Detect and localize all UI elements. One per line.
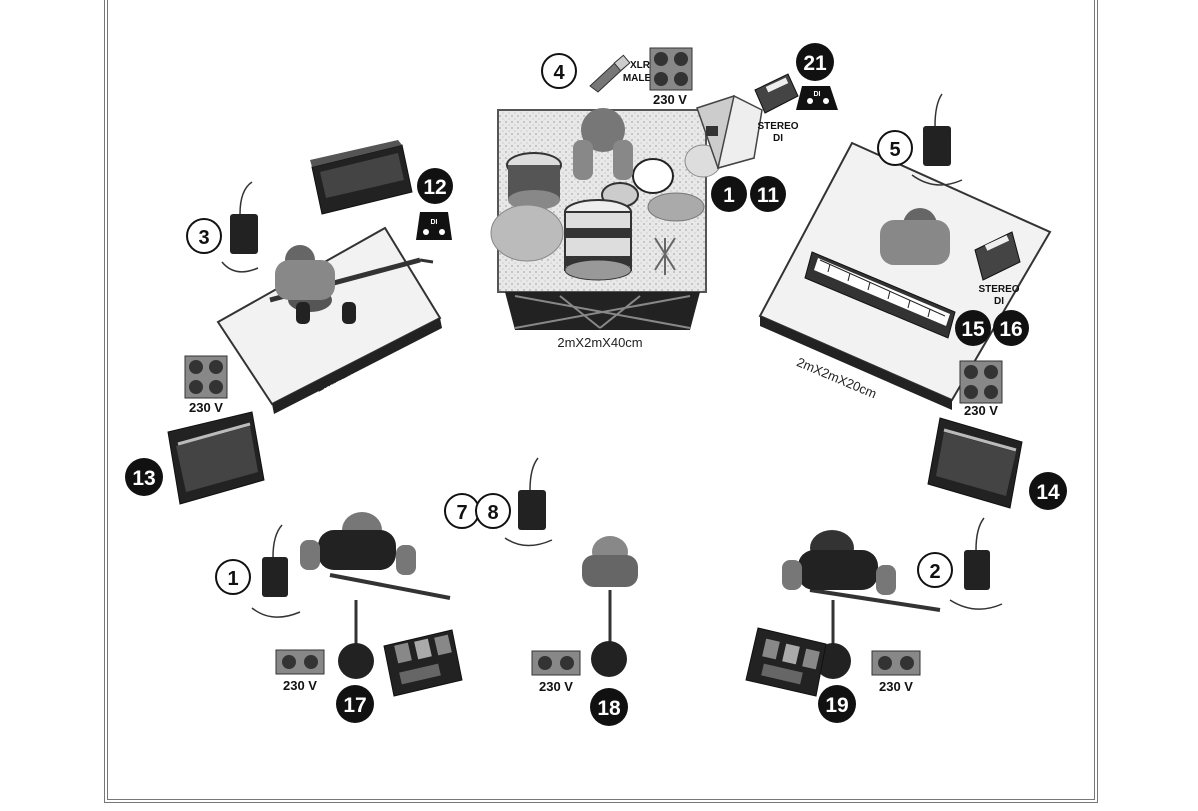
voltage-label-front-center: 230 V: [539, 679, 573, 694]
marker-1: 1: [215, 559, 251, 595]
svg-text:7: 7: [456, 502, 467, 524]
marker-14: 14: [1029, 472, 1067, 510]
svg-text:3: 3: [198, 227, 209, 249]
di-box-icon: [754, 73, 799, 114]
mic-stand-center: [591, 590, 627, 677]
svg-text:8: 8: [487, 502, 498, 524]
marker-19: 19: [818, 685, 856, 723]
mic-stand-left: [338, 600, 374, 679]
stage-outline: [104, 0, 1098, 803]
stereo-di-label-top: STEREO: [757, 121, 798, 132]
marker-2: 2: [917, 552, 953, 588]
di-label-top: DI: [773, 133, 783, 144]
guitarist-left: [300, 512, 451, 600]
stereo-di-label-right: STEREO: [978, 284, 1019, 295]
svg-text:15: 15: [961, 318, 985, 341]
svg-text:21: 21: [803, 52, 827, 75]
guitarist-right: [782, 530, 941, 612]
di-box-icon-right: [974, 231, 1021, 281]
voltage-label-left: 230 V: [189, 400, 223, 415]
keyboard-player: [804, 208, 956, 339]
xlr-male-label: MALE: [623, 73, 652, 84]
svg-text:17: 17: [343, 694, 366, 717]
marker-17: 17: [336, 685, 374, 723]
bass-player: [269, 245, 434, 324]
drum-kit: [490, 108, 722, 281]
svg-text:DI: DI: [814, 91, 821, 98]
marker-b11: 11: [750, 176, 786, 212]
marker-7: 7: [444, 493, 480, 529]
marker-8: 8: [475, 493, 511, 529]
marker-13: 13: [125, 458, 163, 496]
marker-4: 4: [541, 53, 577, 89]
svg-text:13: 13: [132, 467, 155, 490]
guitar-amp-right-icon: [927, 417, 1023, 509]
marker-3: 3: [186, 218, 222, 254]
marker-21: 21: [796, 43, 834, 81]
pedalboard-left-icon: [383, 629, 463, 697]
svg-text:1: 1: [723, 184, 735, 207]
wireless-pack-icon-2: [949, 517, 1003, 610]
svg-text:11: 11: [757, 184, 780, 207]
marker-12: 12: [417, 168, 453, 204]
svg-text:18: 18: [597, 697, 621, 720]
svg-text:16: 16: [999, 318, 1022, 341]
amp-head-icon: [310, 140, 413, 215]
svg-text:12: 12: [423, 176, 446, 199]
laptop: [696, 94, 763, 170]
svg-text:DI: DI: [431, 219, 438, 226]
pedalboard-right-icon: [745, 627, 827, 697]
power-outlet-double-left: [275, 649, 325, 675]
power-outlet-quad-right: [959, 360, 1003, 404]
svg-text:19: 19: [825, 694, 848, 717]
voltage-label-right: 230 V: [964, 403, 998, 418]
xlr-connector-icon: [589, 54, 631, 93]
wireless-pack-icon-3: [221, 181, 259, 273]
di-logo-icon-left: DI: [416, 212, 452, 240]
svg-text:5: 5: [889, 139, 900, 161]
voltage-label-front-right: 230 V: [879, 679, 913, 694]
power-outlet-quad-left: [184, 355, 228, 399]
svg-text:2: 2: [929, 561, 940, 583]
guitar-amp-left-icon: [167, 411, 265, 505]
marker-b1: 1: [711, 176, 747, 212]
voltage-label-front-left: 230 V: [283, 678, 317, 693]
marker-16: 16: [993, 310, 1029, 346]
di-label-right: DI: [994, 296, 1004, 307]
di-logo-icon-top: DI: [796, 86, 838, 110]
marker-18: 18: [590, 688, 628, 726]
power-outlet-quad-drum: [649, 47, 693, 91]
svg-text:1: 1: [227, 568, 238, 590]
voltage-label-drum: 230 V: [653, 92, 687, 107]
svg-text:4: 4: [553, 62, 565, 84]
power-outlet-double-right: [871, 650, 921, 676]
wireless-pack-icon-1: [251, 524, 301, 618]
wireless-pack-icon-7-8: [504, 457, 553, 547]
xlr-label: XLR: [630, 60, 651, 71]
power-outlet-double-center: [531, 650, 581, 676]
drum-riser-dimension: 2mX2mX40cm: [557, 335, 642, 350]
svg-text:14: 14: [1036, 481, 1060, 504]
vocalist-center: [582, 536, 638, 587]
marker-15: 15: [955, 310, 991, 346]
wireless-pack-icon-5: [911, 93, 963, 186]
marker-5: 5: [877, 130, 913, 166]
